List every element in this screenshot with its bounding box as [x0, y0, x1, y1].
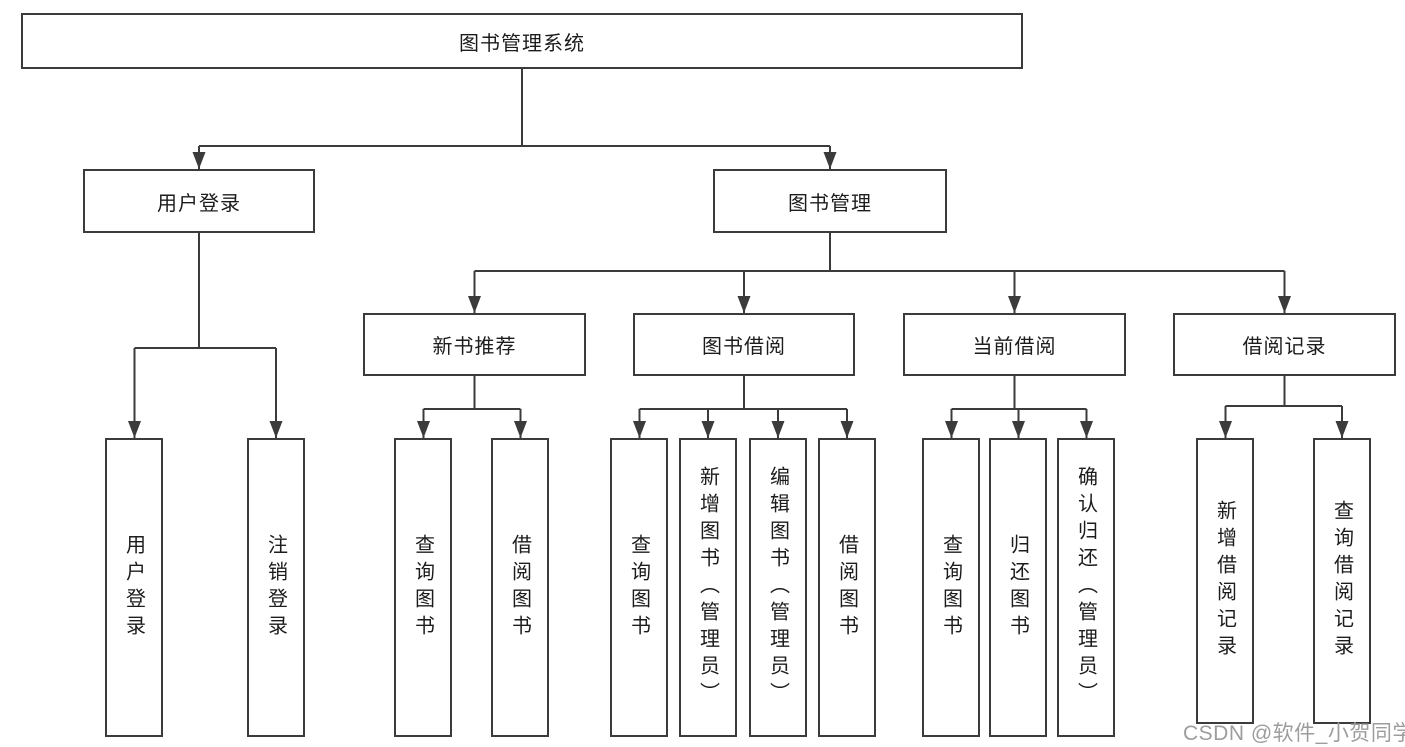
- node-new-book-recommend: 新书推荐: [363, 313, 586, 376]
- leaf-user-login: 用户登录: [105, 438, 163, 737]
- node-current-borrowing: 当前借阅: [903, 313, 1126, 376]
- node-borrowing-records: 借阅记录: [1173, 313, 1396, 376]
- edge-user-login-bus: [134, 233, 276, 349]
- edge-new-rec-bus: [423, 376, 521, 410]
- leaf-add-books-admin: 新增图书（管理员）: [679, 438, 737, 737]
- leaf-query-books: 查询图书: [394, 438, 452, 737]
- edge-book-mgmt-bus: [474, 233, 1285, 272]
- csdn-watermark: CSDN @软件_小贺同学: [1183, 722, 1405, 745]
- edge-records-bus: [1225, 376, 1342, 407]
- leaf-query-books: 查询图书: [610, 438, 668, 737]
- edge-root-bus: [199, 69, 830, 147]
- node-book-management: 图书管理: [713, 169, 947, 233]
- leaf-borrow-books: 借阅图书: [491, 438, 549, 737]
- leaf-return-books: 归还图书: [989, 438, 1047, 737]
- leaf-confirm-return-admin: 确认归还（管理员）: [1057, 438, 1115, 737]
- leaf-add-borrow-record: 新增借阅记录: [1196, 438, 1254, 724]
- leaf-query-borrow-record: 查询借阅记录: [1313, 438, 1371, 724]
- node-user-login: 用户登录: [83, 169, 315, 233]
- edge-current-bus: [951, 376, 1087, 410]
- leaf-edit-books-admin: 编辑图书（管理员）: [749, 438, 807, 737]
- leaf-borrow-books: 借阅图书: [818, 438, 876, 737]
- node-book-borrowing: 图书借阅: [633, 313, 855, 376]
- leaf-logout: 注销登录: [247, 438, 305, 737]
- edge-borrowing-bus: [639, 376, 847, 410]
- node-root: 图书管理系统: [21, 13, 1023, 69]
- leaf-query-books: 查询图书: [922, 438, 980, 737]
